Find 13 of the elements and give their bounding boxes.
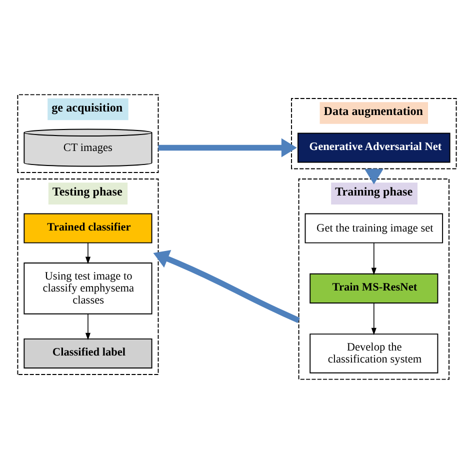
arrow: [153, 250, 300, 323]
node-box: Trained classifier: [24, 213, 152, 244]
arrow: [371, 302, 376, 336]
node-box: Using test image to classify emphysema classes: [24, 262, 152, 314]
node-box: Classified label: [24, 338, 152, 368]
node-box: Get the training image set: [304, 213, 444, 244]
node-box: Generative Adversarial Net: [298, 132, 450, 163]
node-box: Train MS-ResNet: [310, 273, 438, 304]
arrow: [371, 242, 376, 276]
arrow: [85, 242, 91, 264]
node-box: Develop the classification system: [310, 334, 438, 374]
arrow: [158, 138, 297, 158]
arrow: [85, 314, 91, 340]
